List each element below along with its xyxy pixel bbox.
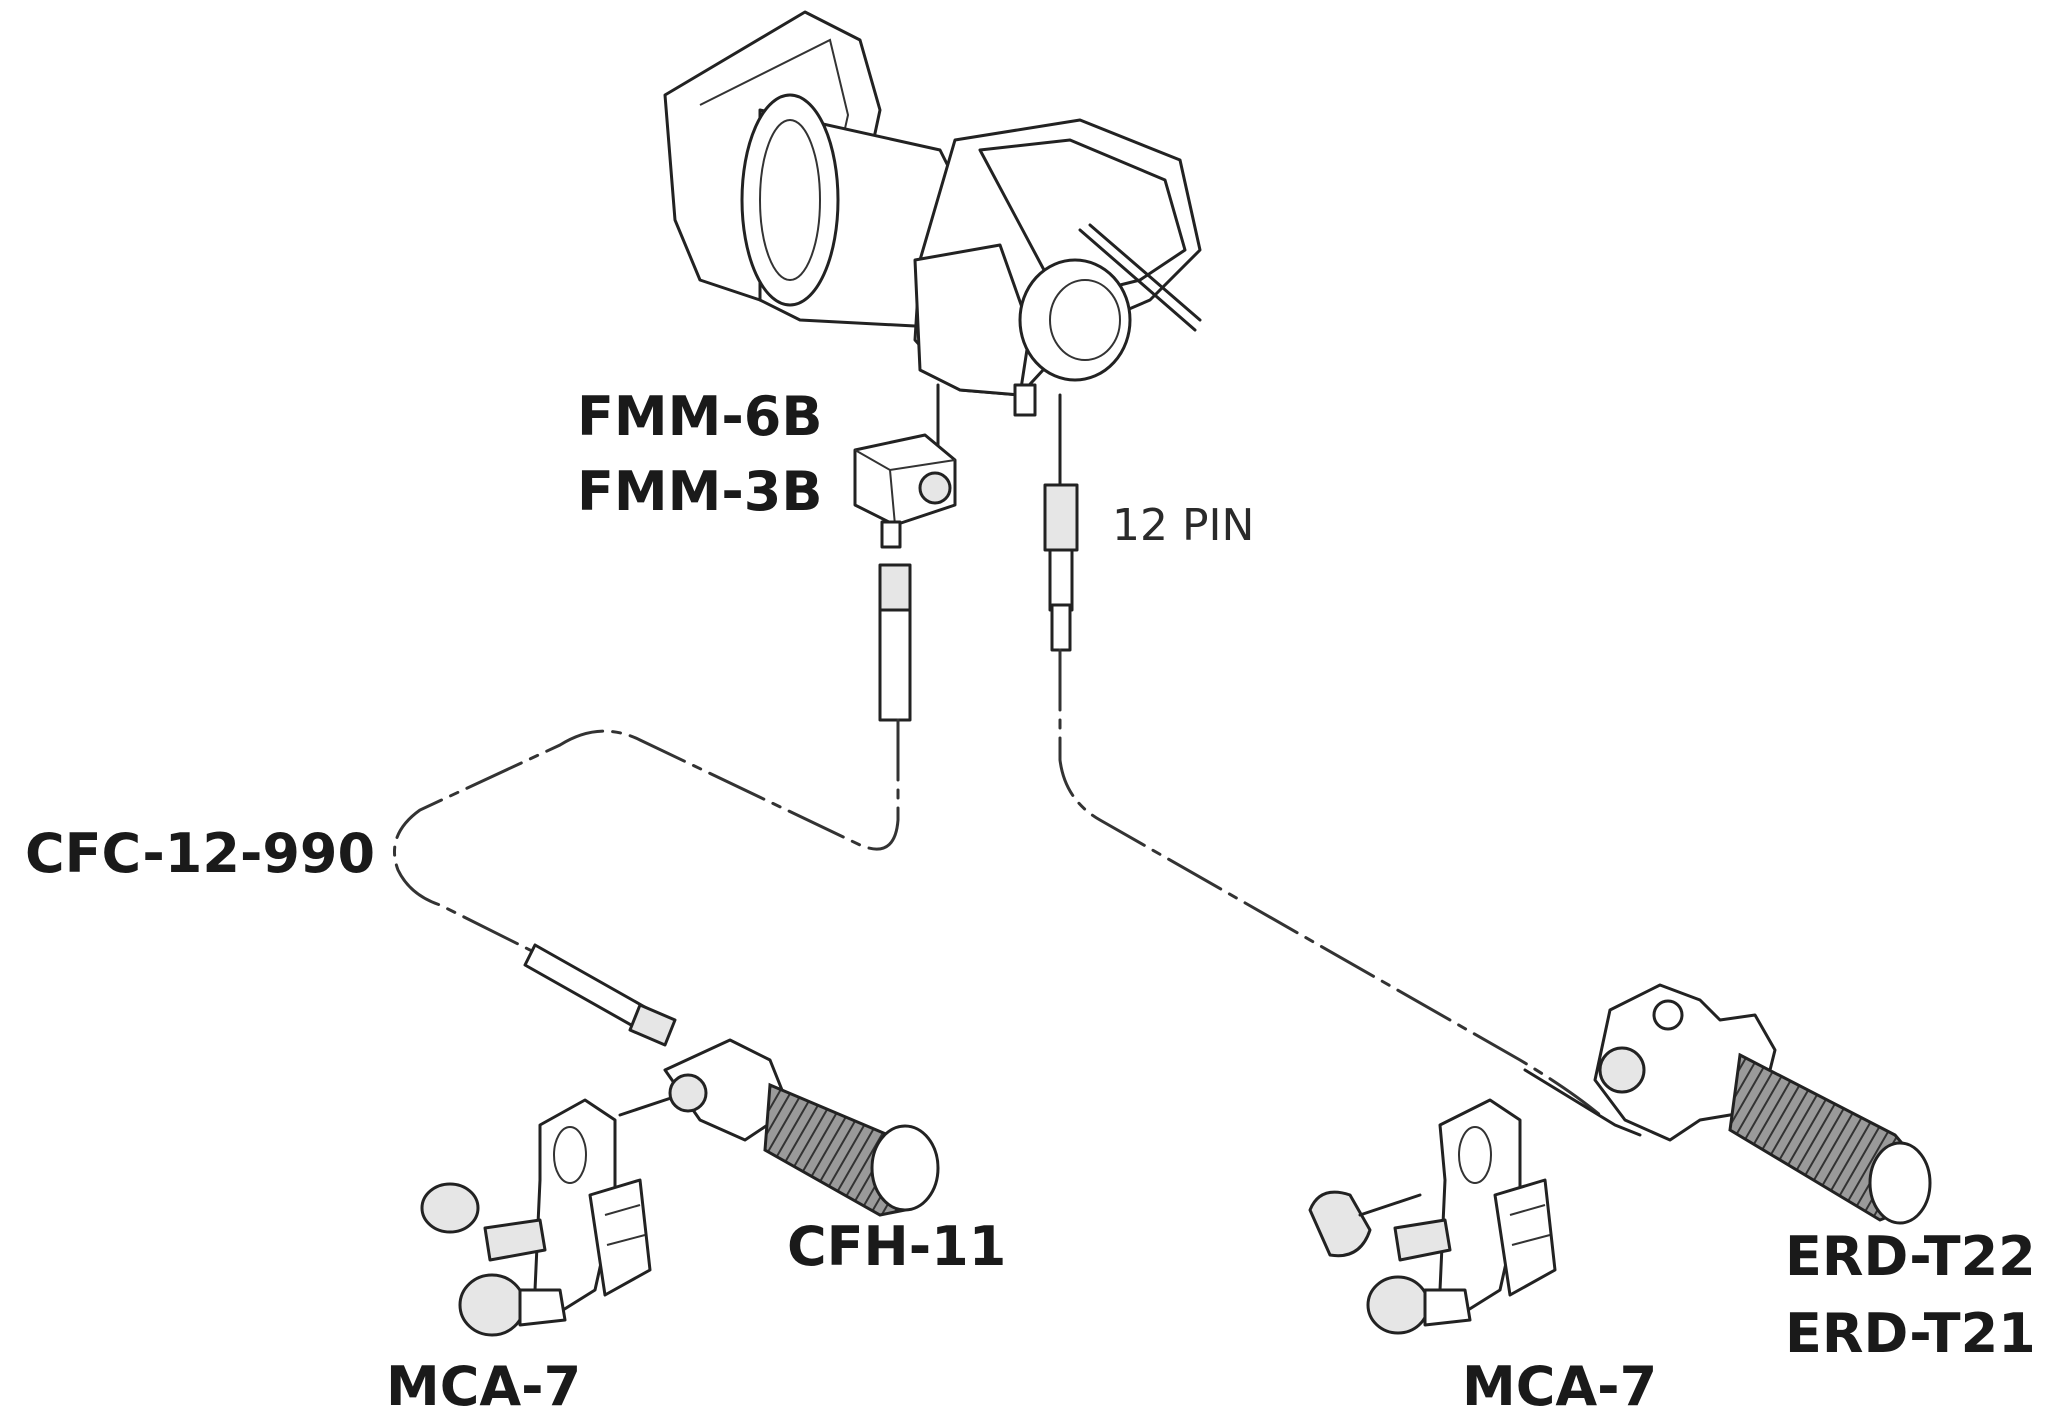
mca-7-left-label: MCA-7 [386,1355,581,1418]
mca-7-right-label: MCA-7 [1462,1355,1657,1418]
fmm-3b-label: FMM-3B [577,460,823,523]
erd-t21-label: ERD-T21 [1785,1302,2036,1365]
12-pin-connector [1043,393,1079,652]
cfc-12-990-label: CFC-12-990 [25,822,375,885]
cfc-cable-end-connector [523,943,677,1047]
erd-cable [1058,648,1602,1117]
erd-zoom-demand [1523,983,1932,1225]
erd-t22-label: ERD-T22 [1785,1225,2036,1288]
mca-7-clamp-right [1308,1098,1557,1335]
cfh-11-label: CFH-11 [787,1215,1006,1278]
fmm-focus-module [853,383,957,722]
cfh-11-focus-handle [618,1038,940,1217]
cfc-cable [393,718,900,962]
mca-7-clamp-left [420,1098,652,1337]
12-pin-label: 12 PIN [1112,500,1254,551]
zoom-lens-illustration [663,10,1202,417]
fmm-6b-label: FMM-6B [577,385,823,448]
